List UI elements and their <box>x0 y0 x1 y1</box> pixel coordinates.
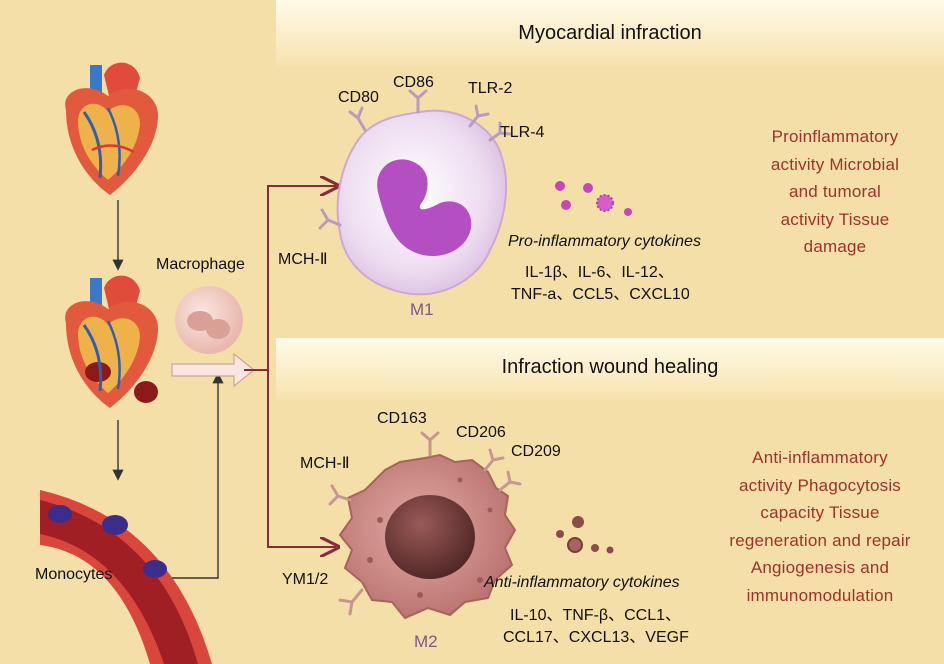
macrophage-cell <box>175 286 243 354</box>
m1-description-line: Proinflammatory <box>771 127 899 146</box>
m2-cytokine-line1: IL-10、TNF-β、CCL1、 <box>510 607 682 624</box>
m2-cytokine-title: Anti-inflammatory cytokines <box>484 574 680 591</box>
m1-description-line: damage <box>803 237 867 256</box>
m2-cytokine-line2: CCL17、CXCL13、VEGF <box>503 629 689 646</box>
m2-description-line: immunomodulation <box>746 585 894 605</box>
cd86-label: CD86 <box>393 74 434 91</box>
m2-section-title: Infraction wound healing <box>501 356 719 378</box>
arrow-to-m1 <box>244 186 336 371</box>
monocyte-cell <box>143 560 167 578</box>
arrow-monocyte-to-macrophage <box>172 372 224 579</box>
cd163-label: CD163 <box>377 410 427 427</box>
heart-icon <box>65 62 159 195</box>
m1-tag: M1 <box>410 300 434 319</box>
m2-mch-label: MCH-Ⅱ <box>300 455 350 472</box>
m1-cytokine-title: Pro-inflammatory cytokines <box>508 233 701 250</box>
m1-description: Proinflammatory activity Microbial and t… <box>735 123 935 261</box>
cd80-label: CD80 <box>338 89 379 106</box>
tlr2-label: TLR-2 <box>468 80 513 97</box>
differentiation-arrow <box>171 352 255 388</box>
m2-description-line: Angiogenesis and <box>750 558 890 577</box>
m2-cytokine-particles <box>556 516 614 554</box>
m1-description-line: activity Tissue <box>780 209 890 229</box>
m1-cytokine-line1: IL-1β、IL-6、IL-12、 <box>525 264 674 281</box>
m2-description-line: Anti-inflammatory <box>752 448 888 467</box>
tlr4-label: TLR-4 <box>500 124 545 141</box>
m2-tag: M2 <box>414 632 438 651</box>
damaged-heart-icon <box>65 275 159 408</box>
cd209-label: CD209 <box>511 443 561 460</box>
m2-description-line: capacity Tissue <box>760 503 880 522</box>
m1-banner-bg <box>276 0 944 66</box>
m2-description-line: regeneration and repair <box>729 530 911 550</box>
m1-cytokine-line2: TNF-a、CCL5、CXCL10 <box>511 286 690 303</box>
m2-banner-bg <box>276 338 944 400</box>
m1-macrophage-cell <box>318 89 512 296</box>
monocyte-cell <box>48 505 72 523</box>
m1-description-line: activity Microbial <box>770 154 900 174</box>
m1-section-title: Myocardial infraction <box>518 22 702 44</box>
m2-description: Anti-inflammatory activity Phagocytosis … <box>705 444 935 609</box>
macrophage-label: Macrophage <box>156 256 245 273</box>
m1-description-line: and tumoral <box>789 182 881 201</box>
monocyte-cell <box>102 515 128 535</box>
monocytes-label: Monocytes <box>35 566 113 583</box>
m2-macrophage-cell <box>328 431 522 620</box>
blood-vessel <box>40 490 212 664</box>
ym-label: YM1/2 <box>282 571 329 588</box>
m2-description-line: activity Phagocytosis <box>739 475 901 495</box>
m1-cytokine-particles <box>555 181 632 216</box>
cd206-label: CD206 <box>456 424 506 441</box>
arrow-to-m2 <box>267 370 336 547</box>
m1-mch-label: MCH-Ⅱ <box>278 251 328 268</box>
